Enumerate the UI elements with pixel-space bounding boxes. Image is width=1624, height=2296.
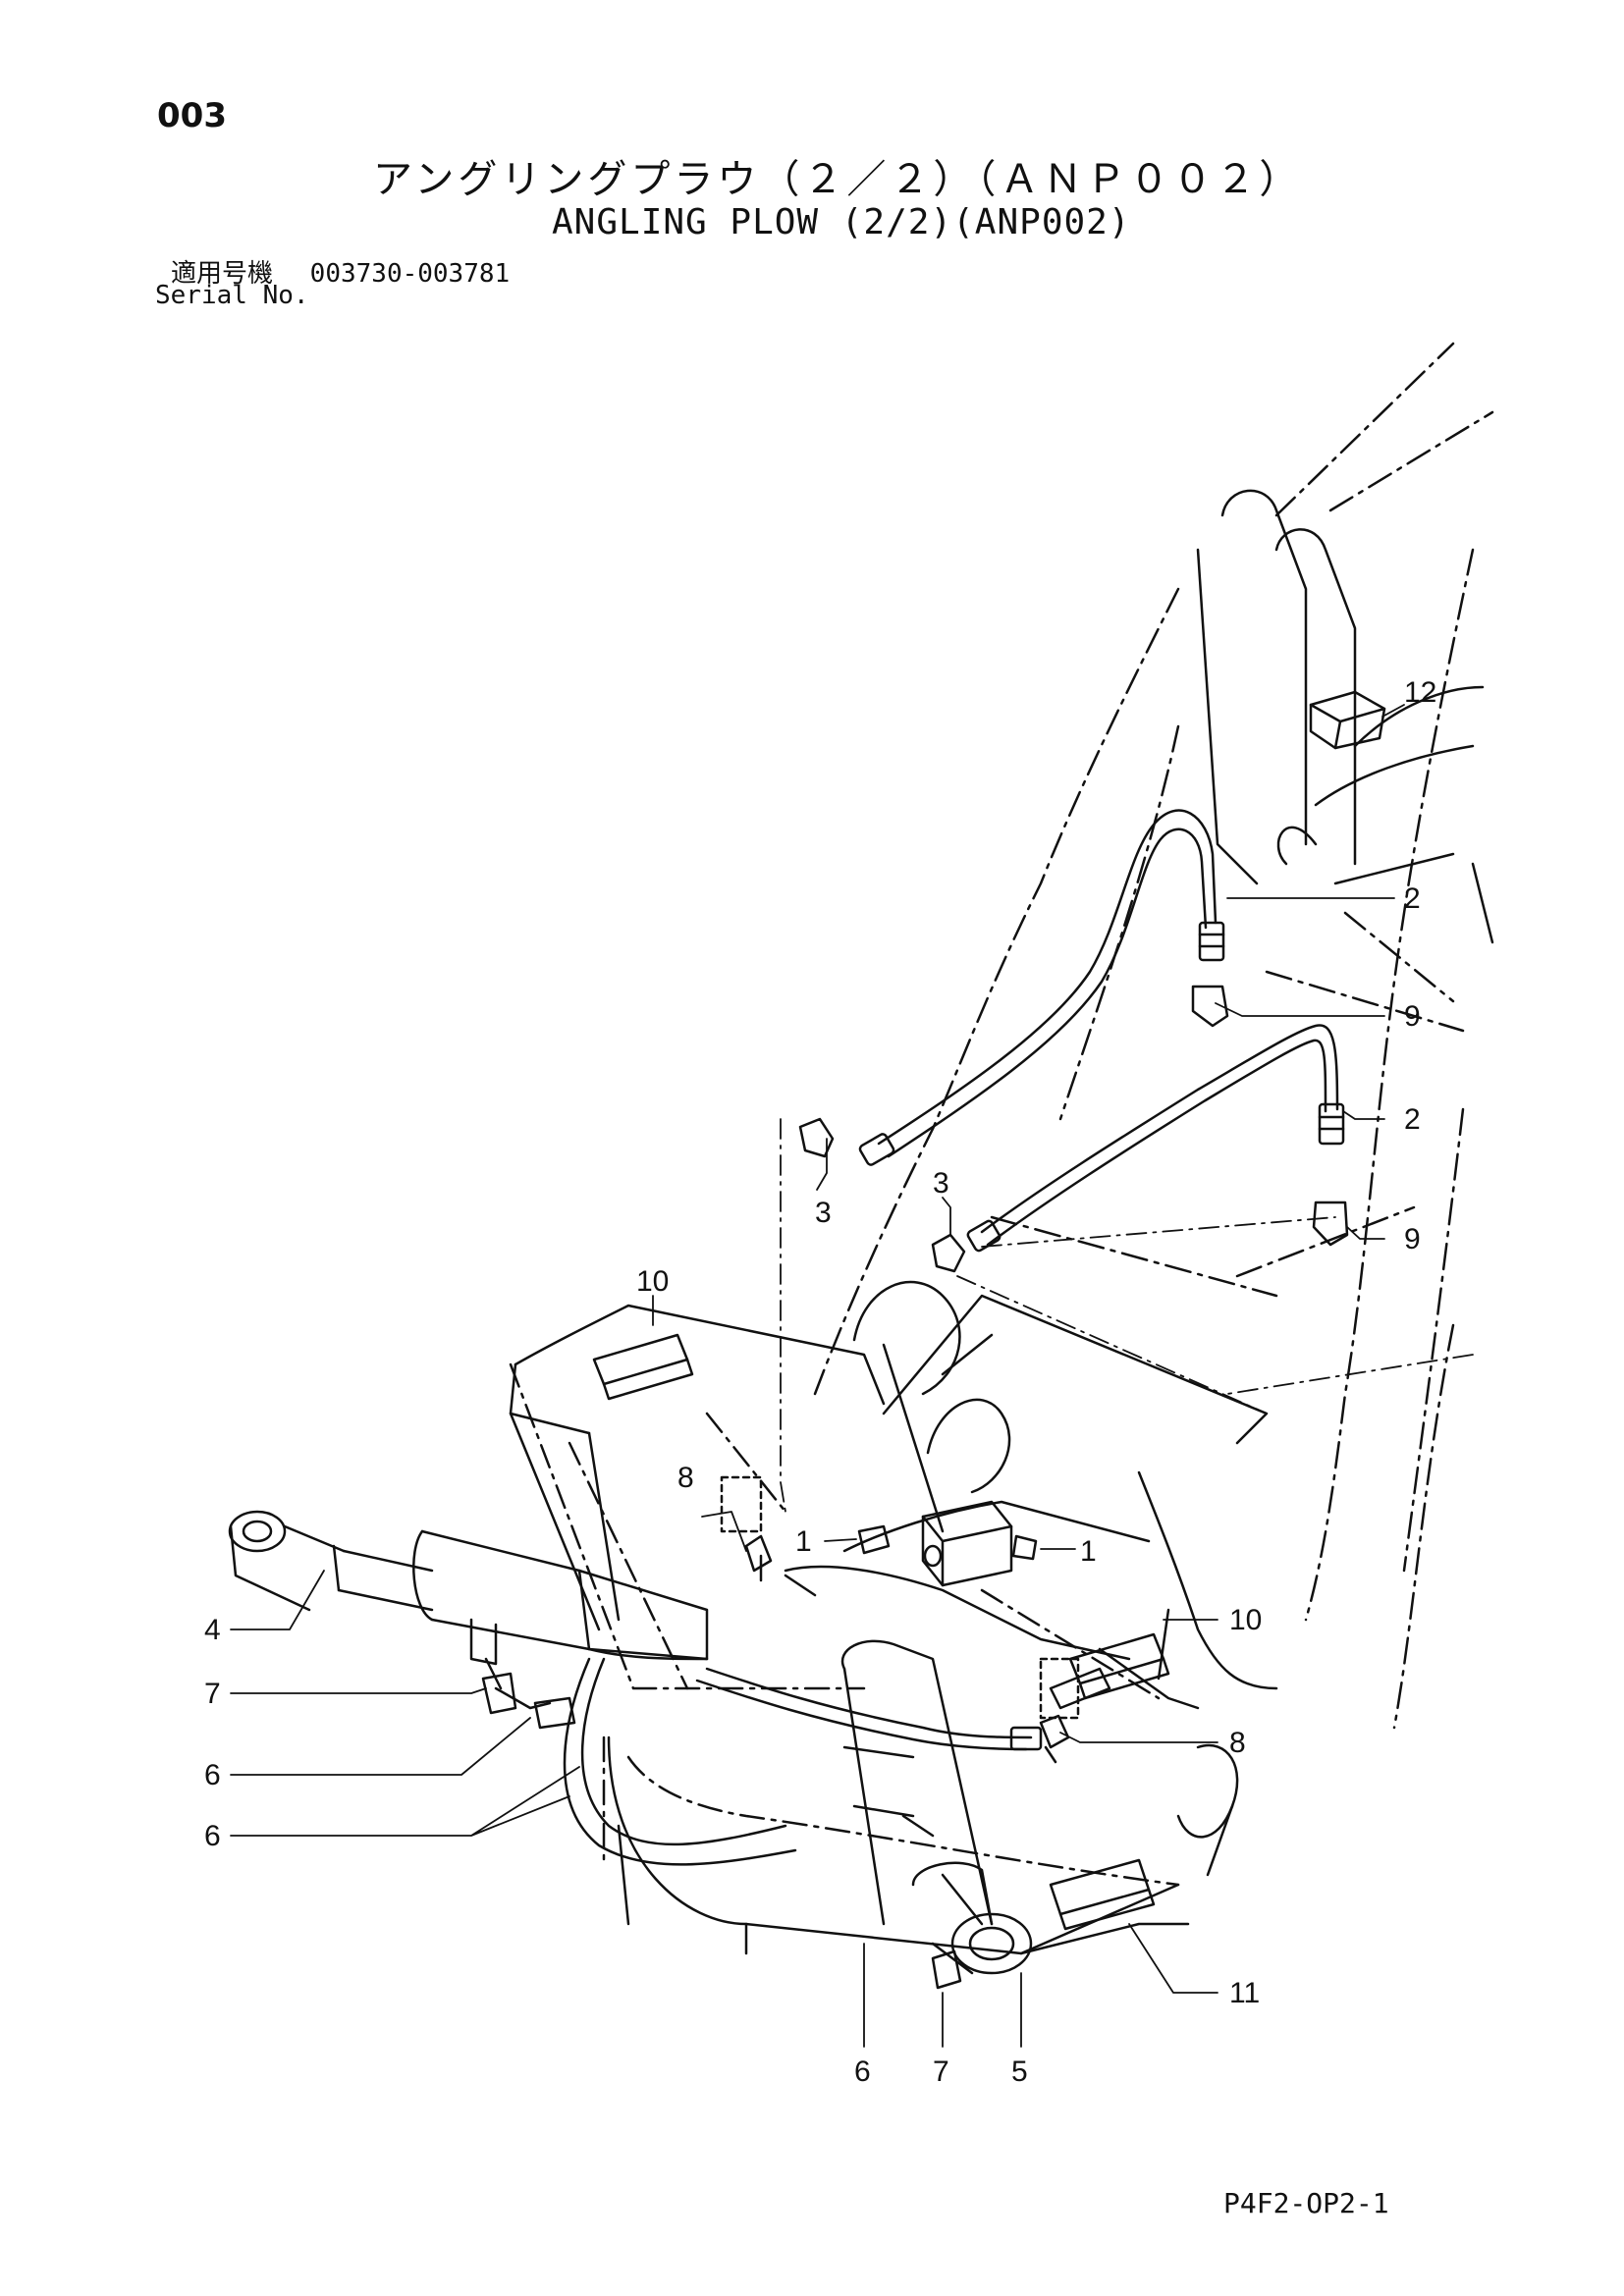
callout-2-lower: 2 <box>1404 1103 1421 1136</box>
callout-7-bottom: 7 <box>933 2056 949 2088</box>
page-number: 003 <box>157 96 227 135</box>
callout-12: 12 <box>1404 676 1436 709</box>
callout-1-right: 1 <box>1080 1535 1097 1568</box>
hose-upper <box>858 809 1225 1166</box>
callout-6-upper: 6 <box>204 1759 221 1791</box>
hose-lower <box>966 1024 1345 1253</box>
part-8-fittings <box>720 1475 1080 1764</box>
part-11-block <box>1049 1858 1156 1931</box>
part-1-block <box>857 1500 1038 1587</box>
document-code: P4F2-OP2-1 <box>1223 2187 1389 2219</box>
callout-4: 4 <box>204 1614 221 1646</box>
callout-2-upper: 2 <box>1404 882 1421 915</box>
callout-3-right: 3 <box>933 1167 949 1200</box>
plow-frame <box>509 1280 1278 1955</box>
cylinder-hoses <box>484 1657 1043 1866</box>
callout-7-left: 7 <box>204 1678 221 1710</box>
callout-6-middle: 6 <box>204 1820 221 1852</box>
part-7-fittings <box>481 1672 962 1990</box>
callout-leaders <box>230 704 1405 2048</box>
callout-8-upper: 8 <box>677 1462 694 1494</box>
callout-leaders-dashed <box>780 1118 1474 1513</box>
serial-label-english: Serial No. <box>155 281 309 310</box>
cylinder-right <box>840 1639 1033 1975</box>
callout-11: 11 <box>1229 1977 1260 2009</box>
callout-9-upper: 9 <box>1404 1000 1421 1033</box>
callout-6-bottom: 6 <box>854 2056 871 2088</box>
part-12-block <box>1309 690 1386 750</box>
plow-frame-dashed <box>509 1362 1180 1887</box>
part-10-blocks <box>592 1333 1170 1710</box>
callout-8-lower: 8 <box>1229 1727 1246 1759</box>
page-title-english: ANGLING PLOW (2/2)(ANP002) <box>552 202 1131 242</box>
callout-10-upper: 10 <box>636 1265 669 1298</box>
serial-range: 003730-003781 <box>309 259 511 289</box>
boom-foot-bracket <box>1196 489 1494 944</box>
elbow-fittings <box>798 985 1349 1273</box>
serial-label-japanese: 適用号機 <box>171 259 274 289</box>
cylinder-left <box>228 1510 709 1666</box>
callout-3-left: 3 <box>815 1197 832 1229</box>
callout-1-left: 1 <box>795 1525 812 1558</box>
page-title-japanese: アングリングプラウ（２／２）（ＡＮＰ００２） <box>373 157 1303 202</box>
serial-row: 適用号機 003730-003781 <box>171 253 510 290</box>
callout-labels: 12 2 9 2 3 9 3 10 8 1 1 10 4 7 8 6 6 11 … <box>204 676 1436 2088</box>
callout-9-lower: 9 <box>1404 1223 1421 1255</box>
callout-5: 5 <box>1011 2056 1028 2088</box>
boom-outline <box>813 342 1494 1730</box>
callout-10-lower: 10 <box>1229 1604 1262 1636</box>
